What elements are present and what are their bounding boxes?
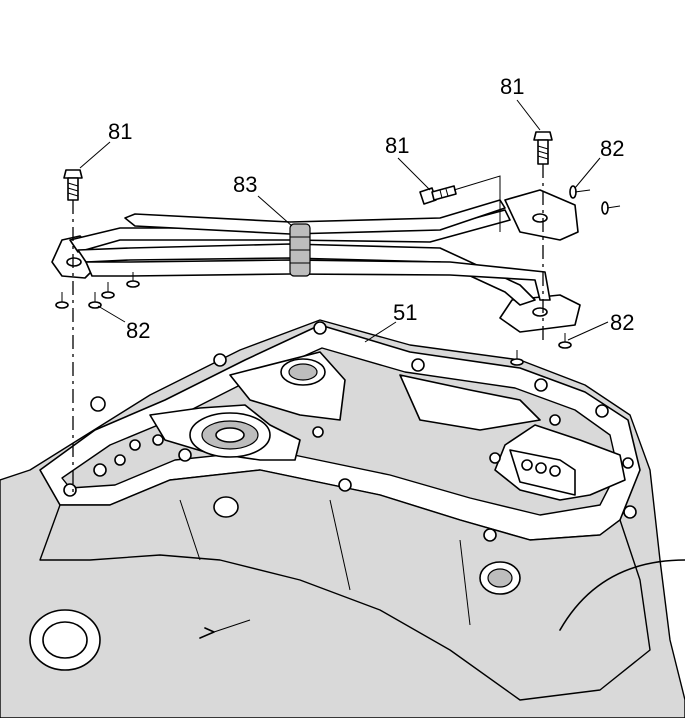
- bolt-81-left: [63, 169, 83, 201]
- callout-51-case: 51: [393, 300, 417, 325]
- callout-83-pipes: 83: [233, 172, 257, 197]
- cooler-pipes-83: [51, 189, 581, 333]
- bolt-81-right: [533, 131, 553, 165]
- transmission-case-51: [0, 319, 685, 718]
- callout-82-lower-right: 82: [610, 310, 634, 335]
- assembly-center-lines: [72, 164, 544, 492]
- callout-81-right: 81: [500, 74, 524, 99]
- leader-lines: [79, 99, 609, 343]
- flange-bolt-holes: [63, 321, 637, 542]
- bolt-81-center: [419, 185, 457, 205]
- callout-81-center: 81: [385, 133, 409, 158]
- seal-rings-82: [55, 185, 621, 366]
- callout-81-left: 81: [108, 119, 132, 144]
- callout-82-left: 82: [126, 318, 150, 343]
- callout-82-upper-right: 82: [600, 136, 624, 161]
